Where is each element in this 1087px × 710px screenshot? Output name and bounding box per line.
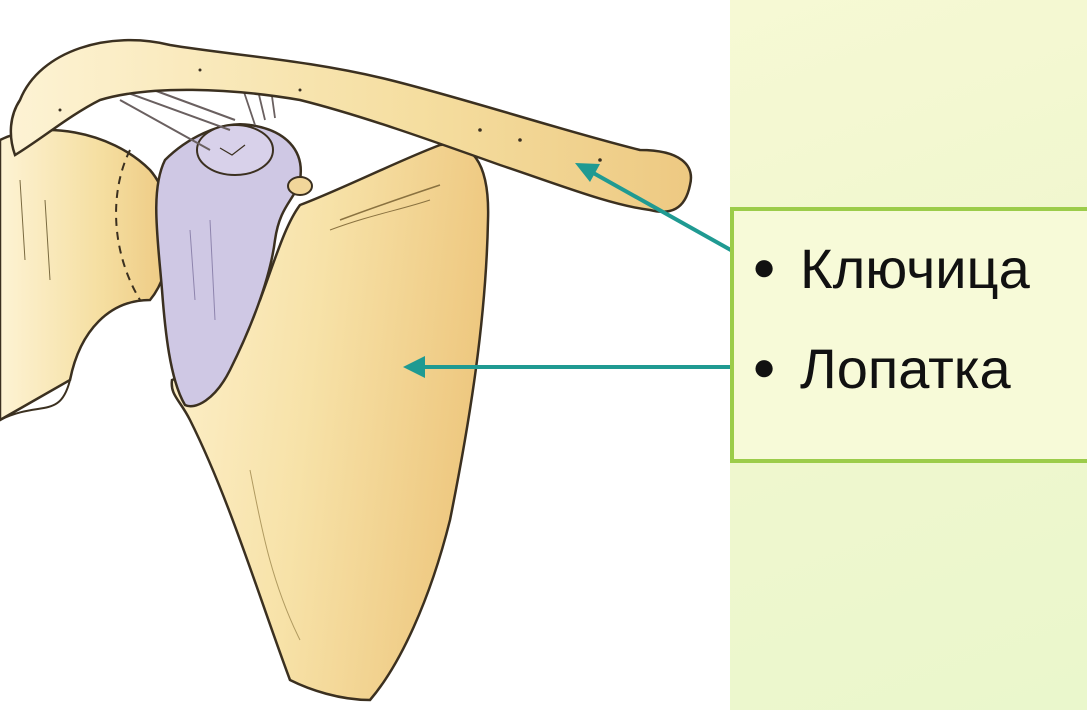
bullet-icon: ●	[752, 247, 800, 287]
label-item-scapula: ●Лопатка	[752, 341, 1011, 397]
humerus-head	[0, 130, 171, 420]
label-text-clavicle: Ключица	[800, 237, 1030, 300]
label-box: ●Ключица ●Лопатка	[730, 207, 1087, 463]
label-text-scapula: Лопатка	[800, 337, 1011, 400]
label-item-clavicle: ●Ключица	[752, 241, 1030, 297]
bullet-icon: ●	[752, 347, 800, 387]
